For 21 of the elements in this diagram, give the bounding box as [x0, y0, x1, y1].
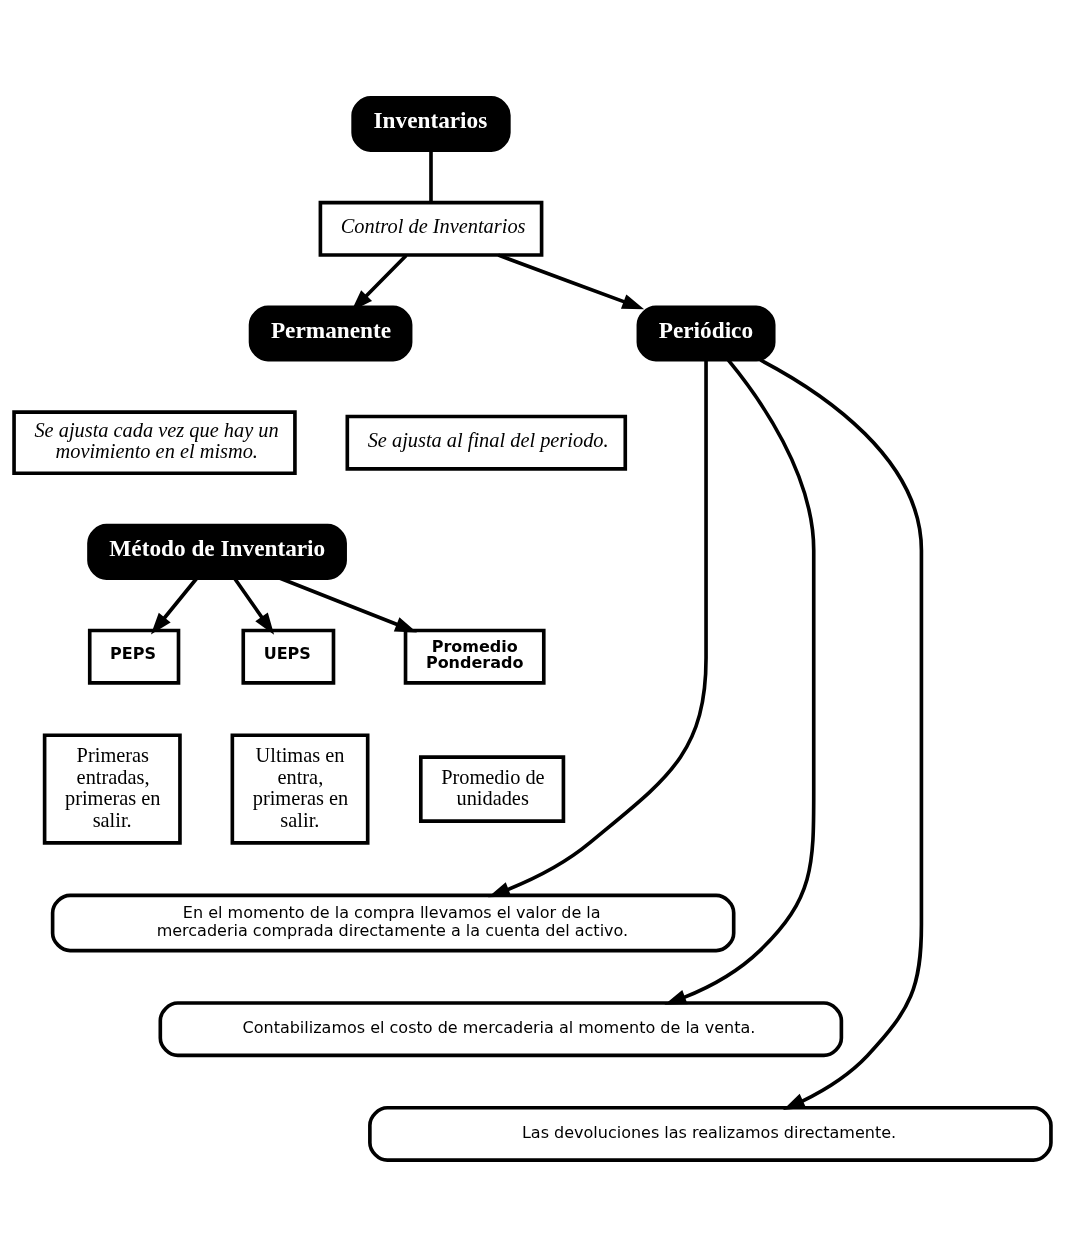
node-box: Contabilizamos el costo de mercaderia al momento de la venta.	[158, 1000, 844, 1057]
node-box: Método de Inventario	[87, 523, 347, 580]
node-box: PEPS	[87, 628, 181, 685]
arrow	[497, 252, 645, 309]
arrow	[664, 358, 816, 1005]
node-box: Primeras entradas, primeras en salir.	[42, 732, 182, 845]
node-box: Promedio Ponderado	[403, 628, 546, 685]
node-box: Promedio de unidades	[419, 754, 566, 823]
connector	[429, 150, 433, 202]
node-box: Las devoluciones las realizamos directamente.	[368, 1105, 1053, 1162]
arrow	[759, 357, 924, 1110]
node-box: Inventarios	[351, 95, 511, 152]
arrow	[488, 359, 708, 897]
node-box: Se ajusta al final del periodo.	[345, 414, 628, 471]
node-box: Se ajusta cada vez que hay un movimiento en el mismo.	[12, 409, 297, 475]
node-box: Periódico	[636, 305, 776, 362]
node-box: UEPS	[241, 628, 336, 685]
node-box: Permanente	[248, 305, 413, 362]
node-box: Control de Inventarios	[318, 200, 544, 257]
node-box: Ultimas en entra, primeras en salir.	[230, 732, 370, 845]
node-box: En el momento de la compra llevamos el valor de la mercaderia comprada directamente a la cuenta del activo.	[50, 893, 736, 952]
